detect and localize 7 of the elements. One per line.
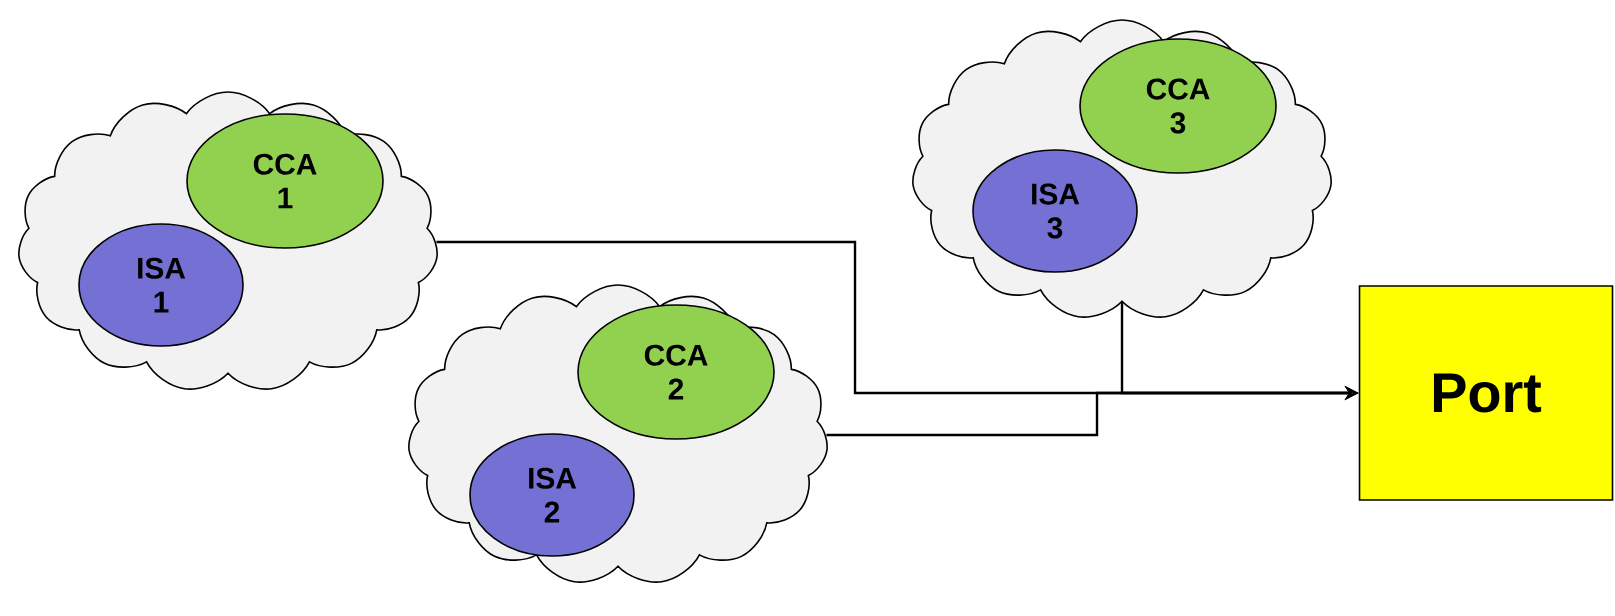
- ellipse-label: CCA 3: [1079, 38, 1277, 174]
- ellipse-label: ISA 3: [972, 149, 1138, 273]
- ellipse-label: CCA 2: [577, 304, 775, 440]
- port-box: Port: [1358, 285, 1614, 501]
- ellipse-label: ISA 2: [469, 433, 635, 557]
- ellipse-label: CCA 1: [186, 113, 384, 249]
- ellipse-label: ISA 1: [78, 223, 244, 347]
